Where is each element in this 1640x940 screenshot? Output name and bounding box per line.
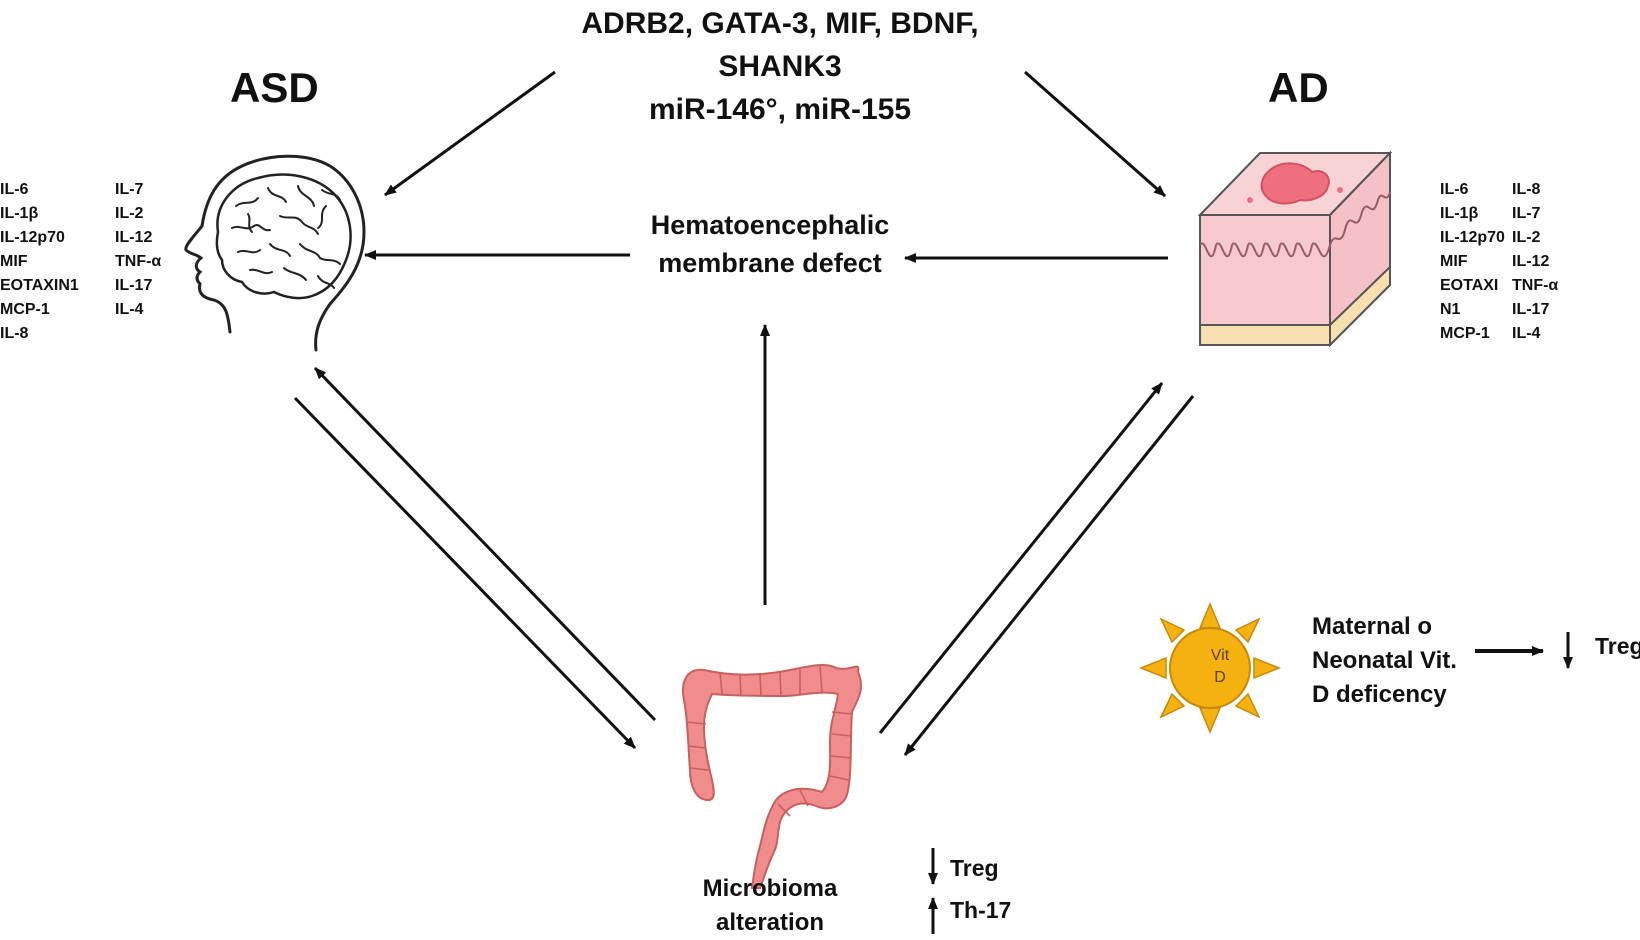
sun-icon: [1138, 602, 1282, 734]
microbiome-th17-label: Th-17: [950, 897, 1012, 923]
cytokine: MIF: [1440, 253, 1468, 270]
sun-label-line-2: D: [1214, 669, 1226, 686]
cytokine: IL-12p70: [0, 229, 65, 246]
vitd-line-3: D deficency: [1312, 681, 1447, 708]
cytokine: IL-8: [1512, 181, 1541, 198]
cytokine: MCP-1: [0, 301, 50, 318]
vitd-treg-label: Treg: [1595, 633, 1640, 659]
ad-title: AD: [1268, 64, 1329, 111]
gene-line-1: ADRB2, GATA-3, MIF, BDNF,: [581, 7, 979, 40]
gene-line-2: SHANK3: [718, 50, 842, 83]
arrow-gut-to-asd: [313, 366, 657, 722]
ad-cytokines-col2: IL-8 IL-7 IL-2 IL-12 TNF-α IL-17 IL-4: [1512, 178, 1558, 346]
head-brain-icon: [184, 154, 366, 352]
barrier-label: Hematoencephalic membrane defect: [600, 206, 940, 282]
cytokine: IL-7: [115, 181, 144, 198]
cytokine: IL-7: [1512, 205, 1541, 222]
cytokine: IL-12: [1512, 253, 1550, 270]
cytokine: IL-2: [115, 205, 144, 222]
cytokine: MCP-1: [1440, 325, 1490, 342]
arrow-asd-to-gut: [293, 396, 637, 750]
asd-title: ASD: [230, 64, 319, 111]
cytokine: EOTAXIN1: [0, 277, 79, 294]
microbiome-line-2: alteration: [715, 909, 825, 936]
barrier-line-2: membrane defect: [658, 248, 882, 278]
colon-icon: [682, 663, 862, 889]
ad-cytokines-col1: IL-6 IL-1β IL-12p70 MIF EOTAXI N1 MCP-1: [1440, 178, 1505, 346]
cytokine: IL-6: [0, 181, 29, 198]
cytokine: IL-1β: [0, 205, 39, 222]
cytokine: IL-1β: [1440, 205, 1479, 222]
barrier-line-1: Hematoencephalic: [650, 210, 890, 240]
arrow-gut-to-ad: [878, 382, 1164, 734]
skin-block-icon: [1197, 150, 1393, 348]
asd-cytokines-col2: IL-7 IL-2 IL-12 TNF-α IL-17 IL-4: [115, 178, 161, 322]
cytokine: IL-2: [1512, 229, 1541, 246]
vitd-line-2: Neonatal Vit.: [1312, 647, 1457, 674]
arrow-genes-to-asd: [384, 70, 556, 197]
arrows: [293, 70, 1573, 934]
microbiome-line-1: Microbioma: [702, 875, 838, 902]
cytokine: IL-17: [1512, 301, 1550, 318]
cytokine: EOTAXI: [1440, 277, 1499, 294]
arrow-genes-to-ad: [1024, 70, 1166, 198]
cytokine: MIF: [0, 253, 28, 270]
cytokine: IL-6: [1440, 181, 1469, 198]
gene-line-3: miR-146°, miR-155: [648, 93, 912, 126]
gene-list: ADRB2, GATA-3, MIF, BDNF, SHANK3 miR-146…: [480, 2, 1080, 131]
cytokine: IL-17: [115, 277, 153, 294]
microbiome-treg-label: Treg: [950, 855, 999, 881]
sun-label: Vit D: [1190, 645, 1250, 689]
sun-label-line-1: Vit: [1210, 647, 1230, 664]
cytokine: TNF-α: [1512, 277, 1559, 294]
arrow-ad-to-gut: [903, 395, 1195, 756]
cytokine: IL-4: [115, 301, 144, 318]
cytokine: IL-8: [0, 325, 29, 342]
vitamin-d-deficiency-label: Maternal o Neonatal Vit. D deficency: [1312, 610, 1457, 712]
cytokine: N1: [1440, 301, 1461, 318]
cytokine: IL-12: [115, 229, 153, 246]
asd-cytokines-col1: IL-6 IL-1β IL-12p70 MIF EOTAXIN1 MCP-1 I…: [0, 178, 79, 346]
cytokine: TNF-α: [115, 253, 162, 270]
vitd-line-1: Maternal o: [1312, 613, 1433, 640]
microbiome-label: Microbioma alteration: [680, 872, 860, 940]
cytokine: IL-12p70: [1440, 229, 1505, 246]
cytokine: IL-4: [1512, 325, 1541, 342]
